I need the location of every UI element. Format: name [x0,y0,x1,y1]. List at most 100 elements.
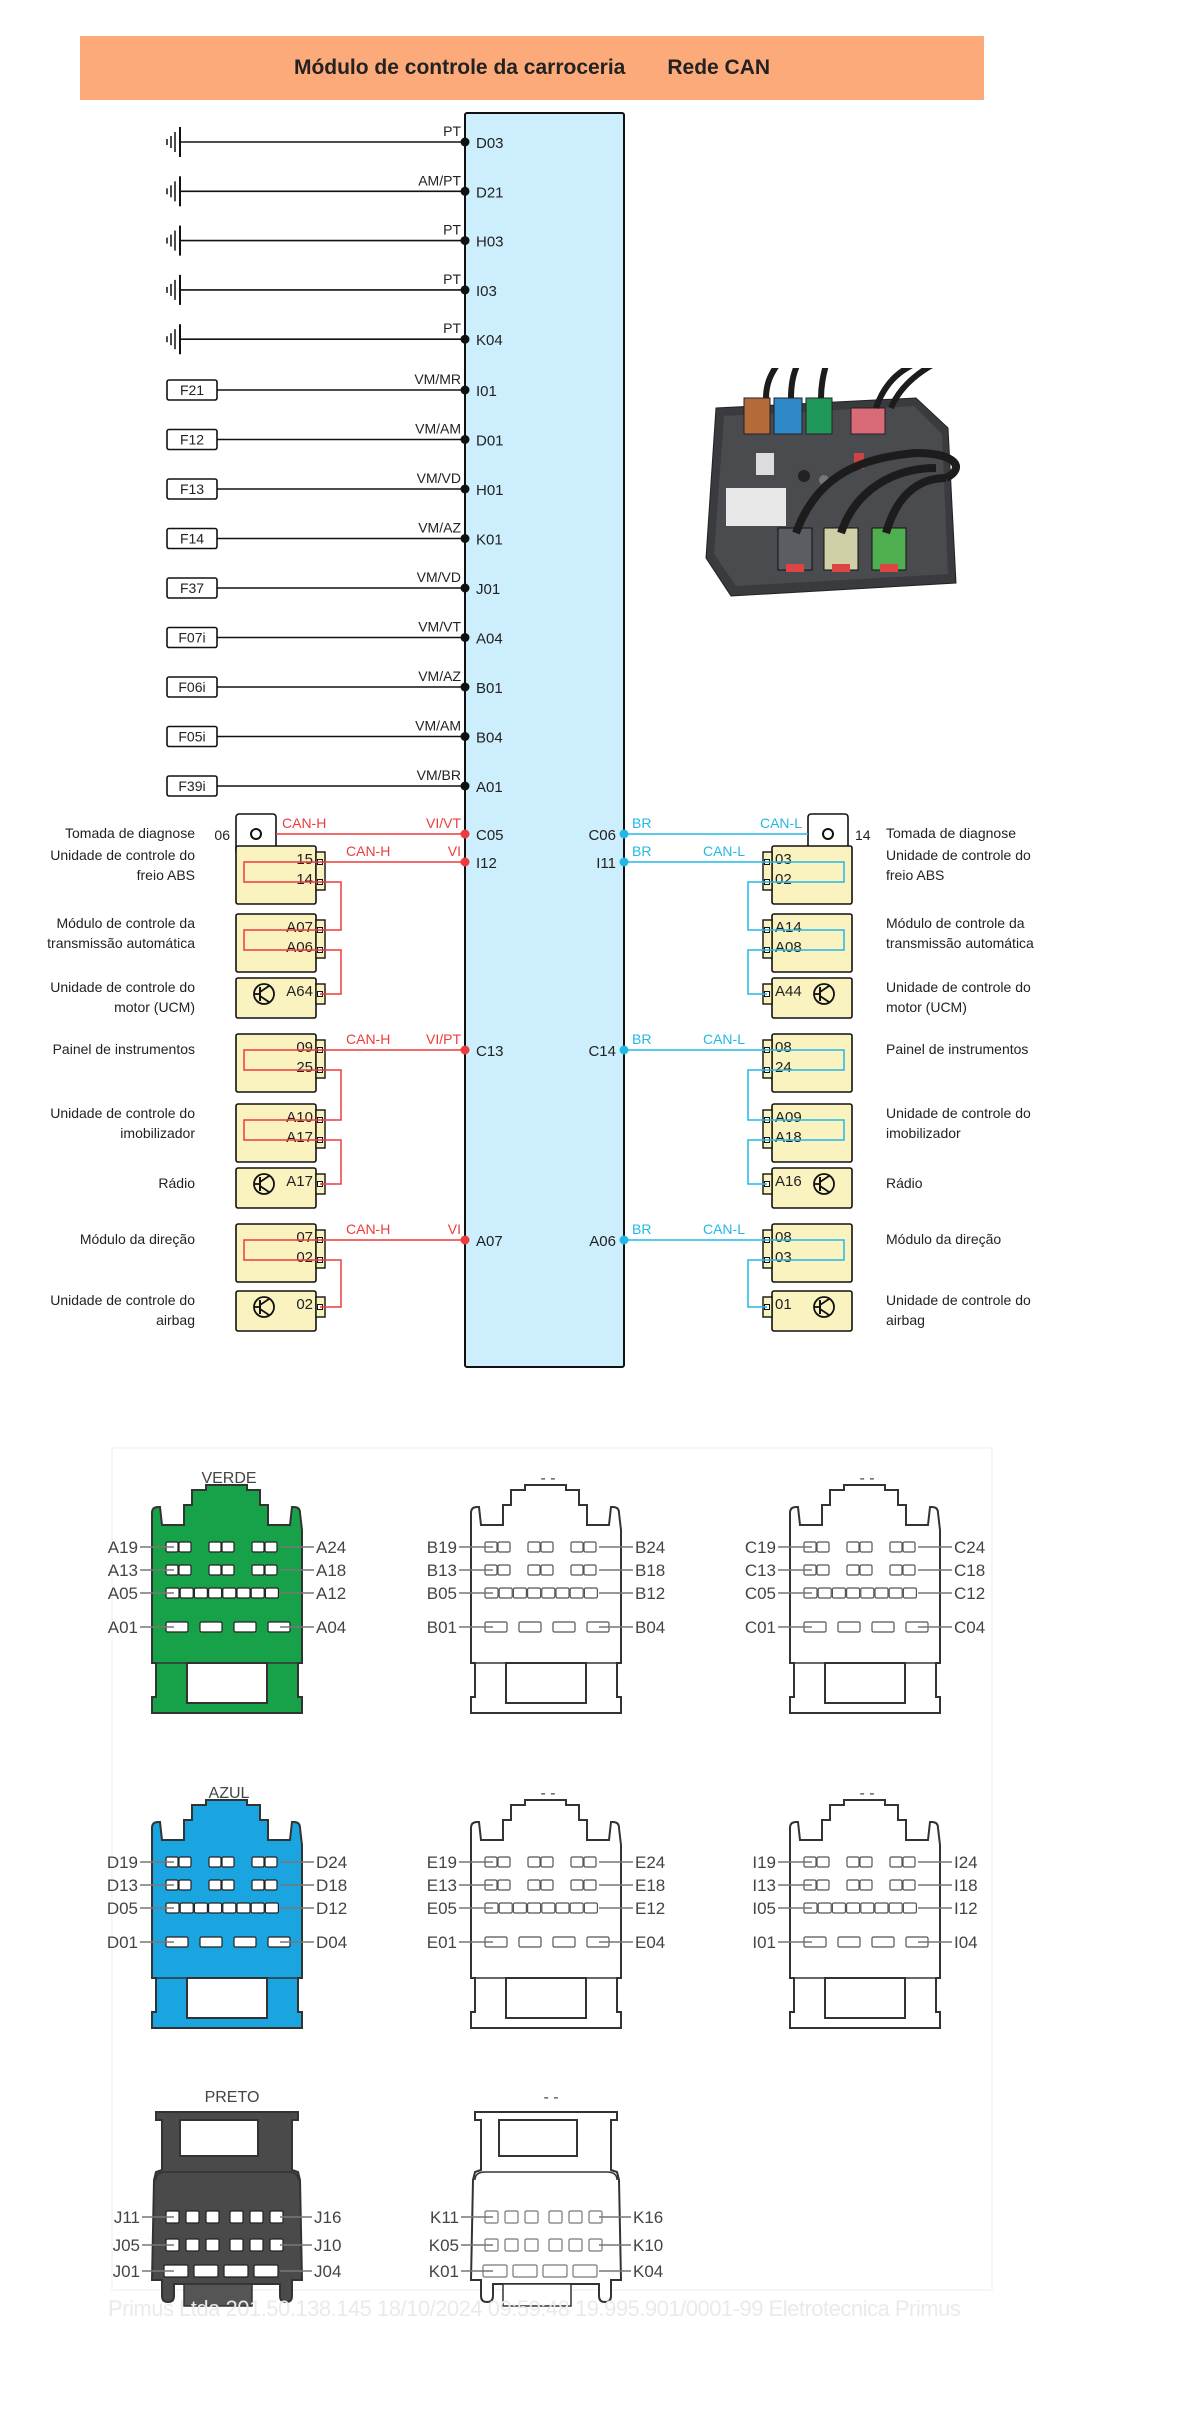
pin-cavity [542,2264,568,2278]
ecu-pin-label: A64 [286,983,313,1000]
fuse-label: F14 [180,531,204,547]
fuse-label: F21 [180,382,204,398]
connector-pin-label: E13 [427,1876,457,1895]
pin-cavity [504,2238,519,2252]
can-signal-label: CAN-H [346,1221,390,1237]
ecu-name-label: Módulo de controle da [56,915,195,931]
pin-cavity [540,1879,554,1891]
pin-dot [460,186,470,196]
connector-latch-window [505,1662,587,1704]
can-signal-label: CAN-L [760,815,802,831]
fuse-label: F05i [178,729,205,745]
pin-cavity [178,1856,192,1868]
pin-cavity [526,1902,542,1914]
internal-bridge [243,861,320,883]
pin-cavity [185,2210,200,2224]
wire-color-label: AM/PT [418,172,461,188]
pin-cavity [222,1902,237,1914]
ecu-name-label: Painel de instrumentos [886,1041,1028,1057]
connector-pin-label: A12 [316,1584,346,1603]
module-pin-label: C14 [588,1043,616,1060]
pin-cavity [816,1564,830,1576]
pin-cavity [888,1587,903,1599]
page-title: Módulo de controle da carroceria [293,56,626,79]
ecu-pin-label: 08 [775,1229,792,1246]
pin-cavity [221,1564,235,1576]
pin-cavity [837,1936,861,1948]
ground-icon [166,127,181,157]
transistor-icon-lead [819,1308,830,1316]
pin-cavity [846,1564,860,1576]
ecu-pin-label: 24 [775,1059,792,1076]
pin-cavity [860,1902,875,1914]
connector-pin-label: C01 [745,1618,776,1637]
ecu-connector-tab [315,1109,326,1149]
wire-color-label: VI/PT [426,1031,461,1047]
pin-cavity [199,1621,223,1633]
connector-color-label: - - [540,1785,555,1802]
fuse-label: F12 [180,432,204,448]
connector-pin-label: I24 [954,1853,978,1872]
ecu-pin-label: 25 [296,1059,313,1076]
ecu-name-label: Módulo de controle da [886,915,1025,931]
connector-latch-window [186,1977,268,2019]
pin-dot [460,781,470,791]
pin-dot [460,385,470,395]
pin-cavity [233,1936,257,1948]
wire-color-label: VM/AZ [418,668,461,684]
pin-dot [460,633,470,642]
transistor-icon-lead [819,1175,830,1183]
pin-cavity [498,1587,513,1599]
pin-dot [460,1045,470,1055]
can-signal-label: CAN-H [346,1031,390,1047]
can-chain-wire [747,1259,767,1308]
ecu-pin-label: 14 [296,871,313,888]
fuse-label: F07i [178,630,205,646]
connector-latch-window [824,1977,906,2019]
connector-pin-label: A19 [108,1538,138,1557]
pin-cavity [816,1541,830,1553]
pin-cavity [527,1541,541,1553]
pin-dot [460,682,470,692]
connector-body [150,2111,304,2304]
pin-cavity [208,1564,222,1576]
pin-cavity [568,2210,583,2224]
pin-cavity [846,1879,860,1891]
ecu-name-label: transmissão automática [886,935,1034,951]
pin-cavity [548,2238,563,2252]
can-chain-wire [747,1139,767,1185]
transistor-icon-lead [259,1308,270,1316]
socket-pin-icon [250,828,262,840]
pin-cavity [569,1902,584,1914]
connector-pin-label: C12 [954,1584,985,1603]
pin-cavity [540,1856,554,1868]
wire-color-label: VM/VD [417,569,461,585]
connector-pin-label: C04 [954,1618,985,1637]
can-signal-label: CAN-H [346,843,390,859]
pin-cavity [526,1587,542,1599]
internal-bridge [243,1119,320,1141]
pin-cavity [871,1621,895,1633]
pin-cavity [541,1902,556,1914]
connector-color-label: PRETO [205,2089,260,2106]
ecu-pin-label: A08 [775,939,802,956]
pin-cavity [860,1587,875,1599]
ecu-pin-label: 09 [296,1039,313,1056]
pin-cavity [249,2238,264,2252]
pin-cavity [548,2210,563,2224]
pin-cavity [524,2210,539,2224]
ecu-name-label: imobilizador [120,1125,195,1141]
pin-cavity [540,1541,554,1553]
pin-cavity [208,1541,222,1553]
connector-pin-label: B12 [635,1584,665,1603]
ecu-pin-label: 03 [775,1249,792,1266]
pin-cavity [569,1587,584,1599]
pin-cavity [193,1902,208,1914]
